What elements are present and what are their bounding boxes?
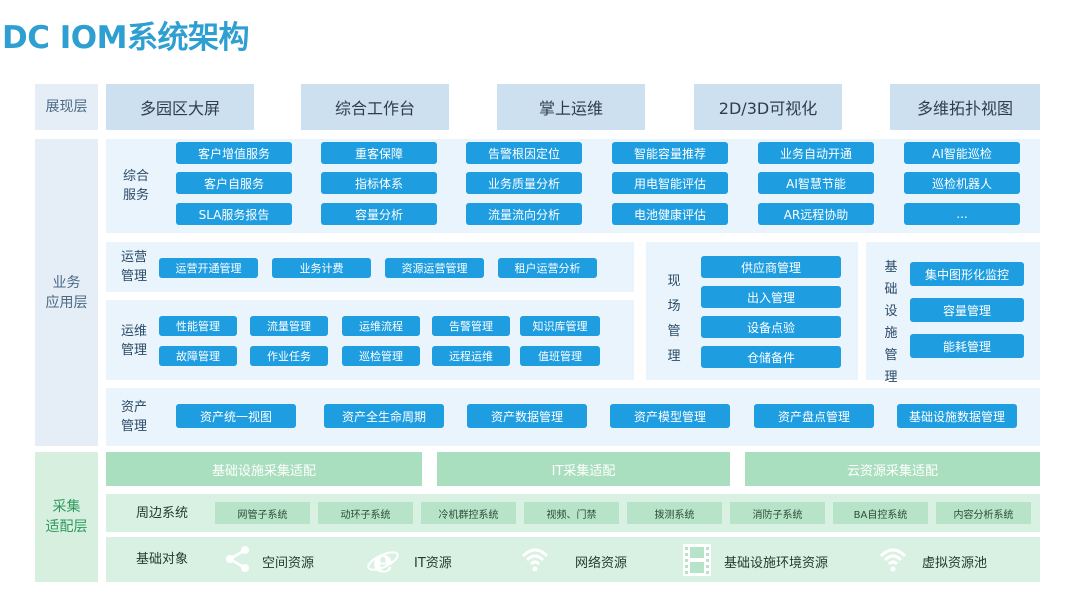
comprehensive-item[interactable]: 流量流向分析: [466, 203, 582, 225]
maintenance-item[interactable]: 流量管理: [250, 316, 328, 336]
comprehensive-item[interactable]: 用电智能评估: [612, 172, 728, 194]
film-icon: [680, 542, 714, 578]
comprehensive-item[interactable]: 业务自动开通: [758, 142, 874, 164]
peripheral-item[interactable]: 网管子系统: [215, 502, 310, 524]
operation-item[interactable]: 业务计费: [272, 258, 371, 278]
infra-label-char: 设: [884, 304, 898, 319]
peripheral-item[interactable]: 动环子系统: [318, 502, 413, 524]
peripheral-label: 周边系统: [135, 506, 188, 521]
asset-item[interactable]: 资产数据管理: [467, 404, 587, 428]
comprehensive-item[interactable]: ...: [904, 203, 1020, 225]
comprehensive-item[interactable]: 业务质量分析: [466, 172, 582, 194]
asset-item[interactable]: 资产全生命周期: [324, 404, 444, 428]
maintenance-item[interactable]: 远程运维: [432, 346, 510, 366]
ie-icon: e: [364, 541, 402, 579]
site-item[interactable]: 仓储备件: [701, 346, 841, 368]
infra-item[interactable]: 集中图形化监控: [910, 262, 1024, 286]
comprehensive-item[interactable]: SLA服务报告: [176, 203, 292, 225]
site-label-char: 现: [667, 274, 681, 289]
infra-label-char: 管: [884, 348, 898, 363]
wifi-icon: [876, 542, 910, 576]
maintenance-item[interactable]: 巡检管理: [342, 346, 420, 366]
asset-item[interactable]: 资产统一视图: [176, 404, 296, 428]
comprehensive-item[interactable]: 巡检机器人: [904, 172, 1020, 194]
asset-item[interactable]: 资产模型管理: [610, 404, 730, 428]
infra-item[interactable]: 能耗管理: [910, 334, 1024, 358]
comprehensive-item[interactable]: 告警根因定位: [466, 142, 582, 164]
maintenance-item[interactable]: 故障管理: [159, 346, 237, 366]
comprehensive-item[interactable]: AI智慧节能: [758, 172, 874, 194]
layer-label-business: 业务 应用层: [35, 139, 98, 446]
comprehensive-item[interactable]: 电池健康评估: [612, 203, 728, 225]
comprehensive-item[interactable]: AI智能巡检: [904, 142, 1020, 164]
asset-item[interactable]: 基础设施数据管理: [897, 404, 1017, 428]
display-item[interactable]: 多维拓扑视图: [890, 84, 1040, 130]
comprehensive-item[interactable]: 重客保障: [321, 142, 437, 164]
peripheral-item[interactable]: BA自控系统: [833, 502, 928, 524]
comprehensive-item[interactable]: 客户自服务: [176, 172, 292, 194]
infra-label-char: 施: [884, 326, 898, 341]
display-item[interactable]: 掌上运维: [497, 84, 645, 130]
site-item[interactable]: 出入管理: [701, 286, 841, 308]
infra-label-char: 理: [884, 370, 898, 385]
site-label-char: 场: [667, 299, 681, 314]
display-item[interactable]: 多园区大屏: [106, 84, 254, 130]
adapter-bar[interactable]: IT采集适配: [437, 452, 730, 486]
site-item[interactable]: 设备点验: [701, 316, 841, 338]
peripheral-item[interactable]: 内容分析系统: [936, 502, 1031, 524]
infra-item[interactable]: 容量管理: [910, 298, 1024, 322]
base-item-label: IT资源: [414, 556, 452, 571]
page-title: DC IOM系统架构: [2, 20, 250, 56]
operation-item[interactable]: 运营开通管理: [159, 258, 258, 278]
infra-label-char: 基: [884, 260, 898, 275]
comprehensive-item[interactable]: 客户增值服务: [176, 142, 292, 164]
infra-label-char: 础: [884, 282, 898, 297]
site-label-char: 理: [667, 349, 681, 364]
comprehensive-item[interactable]: 容量分析: [321, 203, 437, 225]
site-item[interactable]: 供应商管理: [701, 256, 841, 278]
peripheral-item[interactable]: 冷机群控系统: [421, 502, 516, 524]
base-item-label: 网络资源: [575, 556, 628, 571]
maintenance-item[interactable]: 值班管理: [520, 346, 600, 366]
maintenance-item[interactable]: 告警管理: [432, 316, 510, 336]
peripheral-item[interactable]: 拨测系统: [627, 502, 722, 524]
comprehensive-label: 综合 服务: [122, 169, 149, 203]
asset-label: 资产 管理: [120, 400, 147, 434]
base-item-label: 虚拟资源池: [922, 556, 988, 571]
site-label-char: 管: [667, 324, 681, 339]
operation-item[interactable]: 资源运营管理: [385, 258, 484, 278]
comprehensive-item[interactable]: 智能容量推荐: [612, 142, 728, 164]
adapter-bar[interactable]: 云资源采集适配: [745, 452, 1040, 486]
base-item-label: 基础设施环境资源: [724, 556, 829, 571]
svg-text:e: e: [373, 543, 393, 577]
base-label: 基础对象: [135, 552, 188, 567]
wifi-icon: [518, 542, 552, 576]
comprehensive-item[interactable]: AR远程协助: [758, 203, 874, 225]
base-item-label: 空间资源: [262, 556, 315, 571]
maintenance-label: 运维 管理: [120, 324, 147, 358]
display-item[interactable]: 2D/3D可视化: [694, 84, 842, 130]
operation-item[interactable]: 租户运营分析: [498, 258, 597, 278]
share-icon: [220, 541, 256, 577]
maintenance-item[interactable]: 作业任务: [250, 346, 328, 366]
maintenance-item[interactable]: 运维流程: [342, 316, 420, 336]
operation-label: 运营 管理: [120, 250, 147, 284]
base-panel: [106, 537, 1040, 582]
display-item[interactable]: 综合工作台: [301, 84, 449, 130]
maintenance-item[interactable]: 知识库管理: [520, 316, 600, 336]
peripheral-item[interactable]: 消防子系统: [730, 502, 825, 524]
layer-label-collect: 采集 适配层: [35, 452, 98, 582]
maintenance-item[interactable]: 性能管理: [159, 316, 237, 336]
maintenance-panel: [106, 300, 634, 380]
peripheral-item[interactable]: 视频、门禁: [524, 502, 619, 524]
adapter-bar[interactable]: 基础设施采集适配: [106, 452, 422, 486]
comprehensive-item[interactable]: 指标体系: [321, 172, 437, 194]
asset-item[interactable]: 资产盘点管理: [754, 404, 874, 428]
layer-label-display: 展现层: [35, 84, 98, 130]
